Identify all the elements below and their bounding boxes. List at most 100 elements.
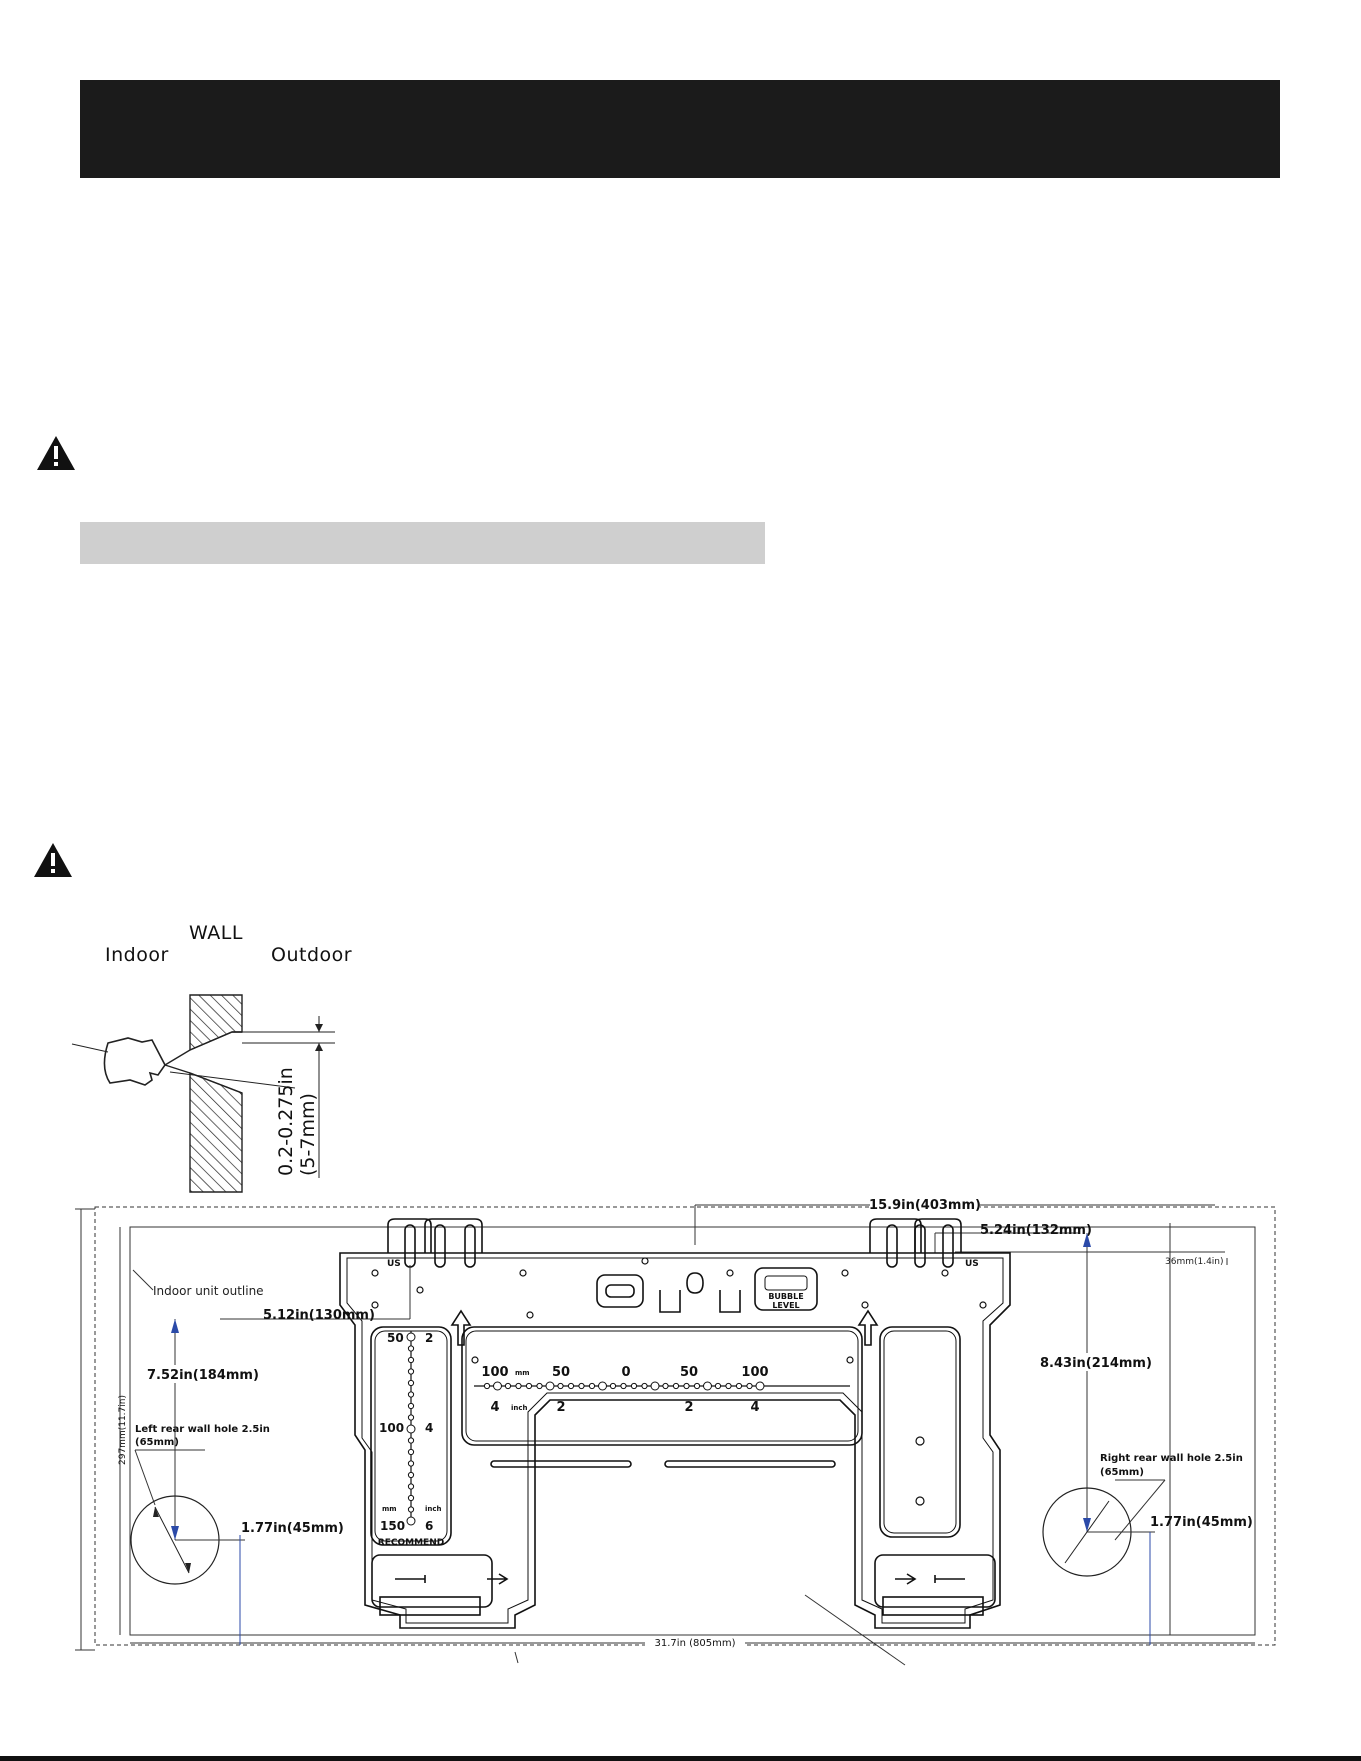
header-banner: [80, 80, 1280, 178]
scale-dot: [725, 1382, 732, 1390]
h-scale-mm-unit: mm: [515, 1369, 530, 1377]
bubble-level-text-2: LEVEL: [772, 1301, 799, 1310]
mounting-plate: [339, 1218, 1011, 1629]
horizontal-scale: 100 mm 50 0 50 100 4 inch 2 2 4: [474, 1365, 850, 1415]
scale-dot: [407, 1391, 415, 1398]
scale-dot: [650, 1381, 660, 1391]
scale-dot: [407, 1506, 415, 1513]
wall-section-drawing: [71, 994, 335, 1193]
scale-dot: [406, 1424, 416, 1434]
h-scale-in-4-left: 4: [490, 1400, 499, 1415]
h-scale-mm-100-left: 100: [481, 1365, 508, 1380]
scale-dot: [407, 1368, 415, 1375]
scale-dot: [588, 1382, 596, 1390]
scale-dot: [609, 1382, 617, 1390]
left-hole-label-1: Left rear wall hole 2.5in: [135, 1424, 270, 1435]
indoor-label: Indoor: [105, 944, 169, 966]
scale-dot: [407, 1379, 415, 1387]
scale-dot: [755, 1381, 765, 1391]
slope-dimension-text: 0.2-0.275in (5-7mm): [275, 1067, 319, 1176]
scale-dot: [746, 1382, 753, 1390]
plate-holes: [371, 1257, 987, 1506]
v-scale-mm-150: 150: [380, 1519, 405, 1533]
warning-icon: [37, 436, 75, 470]
bottom-rule: [0, 1756, 1361, 1761]
scale-dot: [407, 1356, 415, 1364]
left-top-offset-label: 5.12in(130mm): [263, 1308, 375, 1323]
scale-dot: [504, 1382, 512, 1390]
scale-dot: [406, 1332, 416, 1342]
scale-dot: [407, 1483, 415, 1490]
wall-lower: [189, 1071, 243, 1193]
right-hole-label-2: (65mm): [1100, 1467, 1144, 1478]
scale-dot: [683, 1382, 690, 1390]
h-scale-mm-0: 0: [621, 1365, 630, 1380]
scale-dot: [515, 1382, 522, 1390]
right-offset-label: 5.24in(132mm): [980, 1223, 1092, 1238]
slope-in-value: 0.2-0.275in: [275, 1067, 297, 1176]
us-label-right: US: [965, 1259, 979, 1269]
left-bottom-label: 1.77in(45mm): [241, 1521, 344, 1536]
h-scale-mm-50-left: 50: [552, 1365, 570, 1380]
section-heading-bar: [80, 522, 765, 564]
scale-dot: [407, 1471, 415, 1479]
scale-dot: [598, 1381, 607, 1391]
corner-offset-label: 36mm(1.4in): [1165, 1257, 1224, 1267]
right-bottom-label: 1.77in(45mm): [1150, 1515, 1253, 1530]
scale-dot: [672, 1382, 680, 1390]
scale-dot: [578, 1382, 585, 1390]
indoor-outline-label: Indoor unit outline: [153, 1284, 264, 1298]
scale-dot: [735, 1382, 743, 1390]
overall-width-label: 31.7in (805mm): [655, 1638, 736, 1649]
slope-mm-value: (5-7mm): [297, 1093, 319, 1176]
v-scale-in-4: 4: [425, 1421, 433, 1435]
us-label-left: US: [387, 1259, 401, 1269]
top-width-label: 15.9in(403mm): [869, 1198, 981, 1213]
scale-dot: [493, 1381, 502, 1391]
wall-upper: [189, 994, 243, 1052]
mounting-plate-diagram: 297mm(11.7in) 31.7in (805mm) Indoor unit…: [75, 1197, 1276, 1666]
vertical-scale: 50 2 100 4 mm inch 150 6 RECOMMEND: [378, 1331, 444, 1548]
scale-dot: [545, 1381, 555, 1391]
scale-dot: [662, 1382, 669, 1390]
scale-dot: [567, 1382, 575, 1390]
v-scale-in-2: 2: [425, 1331, 433, 1345]
right-vertical-label: 8.43in(214mm): [1040, 1356, 1152, 1371]
bubble-level-text-1: BUBBLE: [768, 1292, 803, 1301]
pipe-sleeve: [103, 1037, 166, 1086]
v-scale-mm-unit: mm: [382, 1505, 397, 1513]
outer-dashed-outline: [94, 1206, 1276, 1646]
h-scale-mm-50-right: 50: [680, 1365, 698, 1380]
v-scale-mm-50: 50: [387, 1331, 404, 1345]
warning-icon: [34, 843, 72, 877]
h-scale-in-unit: inch: [511, 1404, 528, 1412]
scale-dot: [407, 1345, 415, 1352]
h-scale-in-4-right: 4: [750, 1400, 759, 1415]
scale-dot: [407, 1414, 415, 1421]
v-scale-in-unit: inch: [425, 1505, 442, 1513]
scale-dot: [525, 1382, 533, 1390]
outdoor-label: Outdoor: [271, 944, 353, 966]
scale-dot: [407, 1494, 415, 1502]
recommend-label: RECOMMEND: [378, 1538, 444, 1548]
scale-dot: [693, 1382, 701, 1390]
wall-label: WALL: [189, 922, 243, 944]
left-vertical-label: 7.52in(184mm): [147, 1368, 259, 1383]
scale-dot: [406, 1516, 416, 1526]
scale-dot: [407, 1460, 415, 1467]
right-hole-label-1: Right rear wall hole 2.5in: [1100, 1453, 1243, 1464]
scale-dot: [620, 1382, 627, 1390]
scale-dot: [714, 1382, 722, 1390]
scale-dot: [483, 1382, 491, 1390]
h-scale-mm-100-right: 100: [741, 1365, 768, 1380]
overall-height-label: 297mm(11.7in): [118, 1395, 128, 1465]
scale-dot: [703, 1381, 712, 1391]
scale-dot: [557, 1382, 564, 1390]
indoor-unit-outline: [129, 1226, 1256, 1636]
scale-dot: [407, 1448, 415, 1456]
scale-dot: [641, 1382, 648, 1390]
v-scale-mm-100: 100: [379, 1421, 404, 1435]
scale-dot: [407, 1402, 415, 1410]
h-scale-in-2-right: 2: [684, 1400, 693, 1415]
scale-dot: [630, 1382, 638, 1390]
